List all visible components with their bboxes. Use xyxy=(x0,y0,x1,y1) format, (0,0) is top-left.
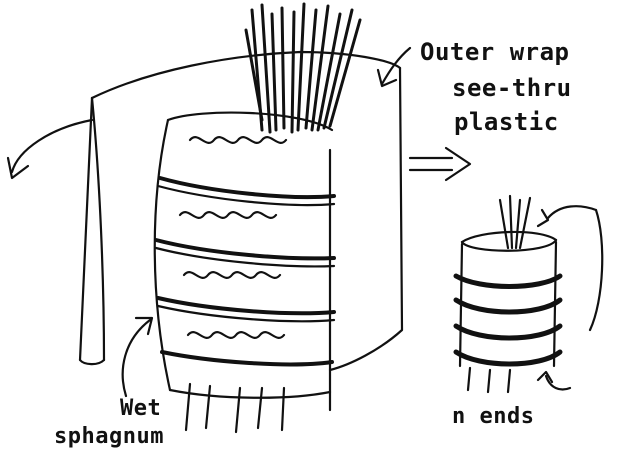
label-wet: Wet xyxy=(120,396,161,421)
arrow-wet-sphagnum xyxy=(123,318,152,396)
arrows-ends xyxy=(538,206,602,389)
plastic-wrap-outline xyxy=(80,52,402,410)
block-arrow-right xyxy=(410,148,470,180)
label-plastic: plastic xyxy=(454,108,559,136)
moss-bundle xyxy=(155,113,334,432)
arrow-outer-wrap xyxy=(378,48,410,86)
label-ends: n ends xyxy=(452,404,534,429)
label-see-thru: see-thru xyxy=(452,74,572,102)
label-outer-wrap: Outer wrap xyxy=(420,38,570,66)
finished-bundle xyxy=(456,196,560,392)
curved-arrow-left xyxy=(8,120,92,178)
label-sphagnum: sphagnum xyxy=(54,424,164,449)
